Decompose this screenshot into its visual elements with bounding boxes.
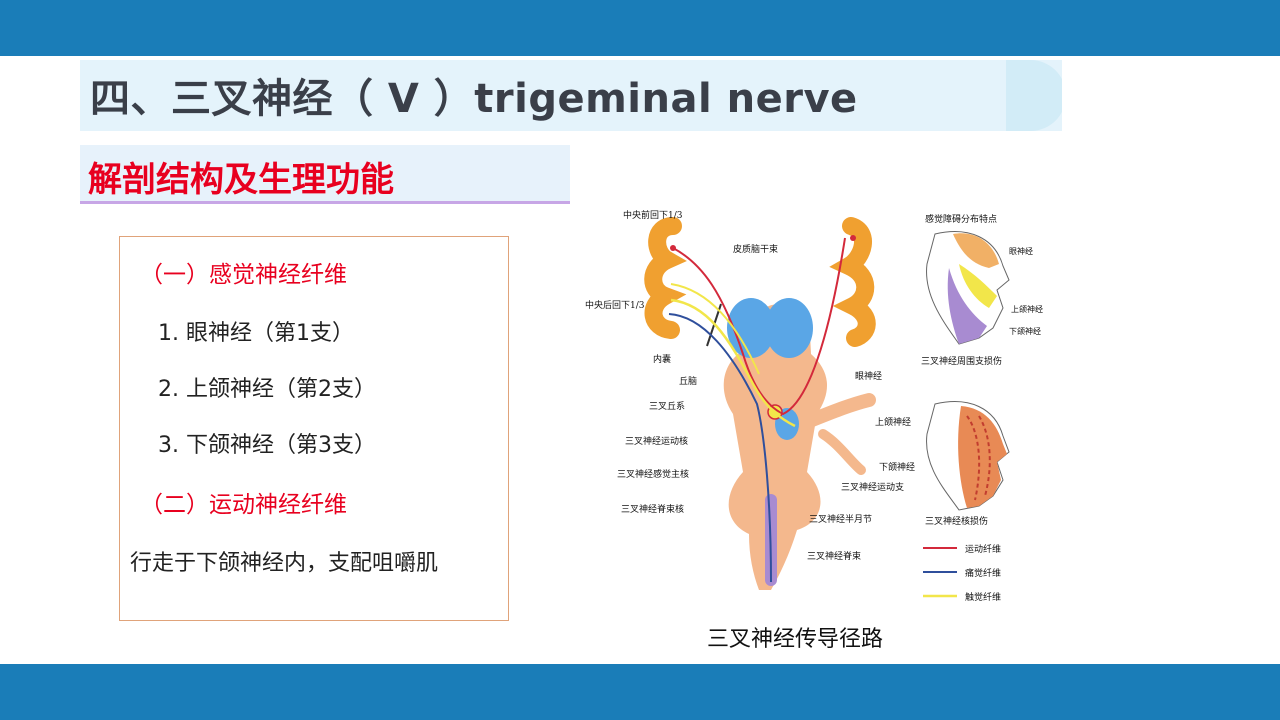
label-peripheral-injury: 三叉神经周围支损伤 (921, 355, 1002, 367)
bottom-band (0, 664, 1280, 720)
label-maxillary: 上颌神经 (875, 416, 911, 428)
face-upper-zone-2 (959, 264, 997, 308)
label-spinal-tract: 三叉神经脊束 (807, 550, 861, 562)
page-title: 四、三叉神经（ V ）trigeminal nerve (90, 76, 858, 122)
legend-touch-label: 触觉纤维 (965, 591, 1001, 603)
label-postcentral: 中央后回下1/3 (585, 299, 645, 311)
title-bar: 四、三叉神经（ V ）trigeminal nerve (80, 60, 1062, 131)
cortex-left (644, 217, 687, 339)
cortex-dot (670, 245, 676, 251)
touch-fiber-path (670, 298, 796, 428)
motor-description: 行走于下颌神经内，支配咀嚼肌 (130, 551, 439, 576)
label-face-maxillary: 上颌神经 (1011, 304, 1043, 314)
label-motor-nucleus: 三叉神经运动核 (625, 435, 688, 447)
label-face-mandibular: 下颌神经 (1009, 326, 1041, 336)
section-header: 解剖结构及生理功能 (80, 145, 570, 204)
face-lower-zones (958, 406, 1007, 508)
label-sensory-nucleus: 三叉神经感觉主核 (617, 468, 689, 480)
motor-heading: （二）运动神经纤维 (140, 492, 347, 518)
sensory-heading: （一）感觉神经纤维 (140, 262, 347, 288)
label-ganglion: 三叉神经半月节 (809, 513, 872, 525)
label-corticobulbar: 皮质脑干束 (733, 243, 778, 255)
legend-motor-label: 运动纤维 (965, 543, 1001, 555)
motor-fiber-path (672, 237, 846, 416)
top-band (0, 0, 1280, 56)
list-item: 2. 上颌神经（第2支） (158, 377, 376, 402)
face-lower-ring-2 (978, 415, 991, 497)
nerve-trunk (790, 393, 876, 433)
trigeminal-pathway-figure: 中央前回下1/3 中央后回下1/3 皮质脑干束 内囊 丘脑 三叉丘系 三叉神经运… (583, 204, 1053, 604)
label-sensory-pattern: 感觉障碍分布特点 (925, 213, 997, 225)
label-thalamus: 丘脑 (679, 375, 697, 387)
label-internal-capsule: 内囊 (653, 353, 671, 365)
pathway-diagram: 中央前回下1/3 中央后回下1/3 皮质脑干束 内囊 丘脑 三叉丘系 三叉神经运… (585, 209, 1043, 603)
label-precentral: 中央前回下1/3 (623, 209, 683, 221)
title-decoration (1006, 60, 1062, 131)
label-spinal-nucleus: 三叉神经脊束核 (621, 503, 684, 515)
section-title: 解剖结构及生理功能 (88, 160, 394, 200)
cortex-dot (850, 235, 856, 241)
pain-fiber-path (668, 313, 772, 583)
legend-pain-label: 痛觉纤维 (965, 567, 1001, 579)
label-face-ophthalmic: 眼神经 (1009, 246, 1033, 256)
label-mandibular: 下颌神经 (879, 461, 915, 473)
list-item: 1. 眼神经（第1支） (158, 321, 354, 346)
figure-caption: 三叉神经传导径路 (707, 627, 884, 652)
touch-fiber-path-2 (670, 283, 760, 375)
label-ophthalmic: 眼神经 (855, 370, 882, 382)
nerve-branch-mandibular (818, 429, 866, 475)
cortex-right (829, 217, 876, 347)
label-motor-branch: 三叉神经运动支 (841, 481, 904, 493)
label-lemniscus: 三叉丘系 (649, 401, 685, 412)
face-upper-zone-3 (947, 268, 987, 344)
thalamus-right (765, 298, 813, 358)
label-nuclear-injury: 三叉神经核损伤 (925, 515, 988, 527)
list-item: 3. 下颌神经（第3支） (158, 433, 376, 458)
face-upper-zone-1 (953, 233, 999, 268)
face-lower-ring-1 (966, 415, 981, 501)
content-box: （一）感觉神经纤维 1. 眼神经（第1支） 2. 上颌神经（第2支） 3. 下颌… (119, 236, 509, 621)
